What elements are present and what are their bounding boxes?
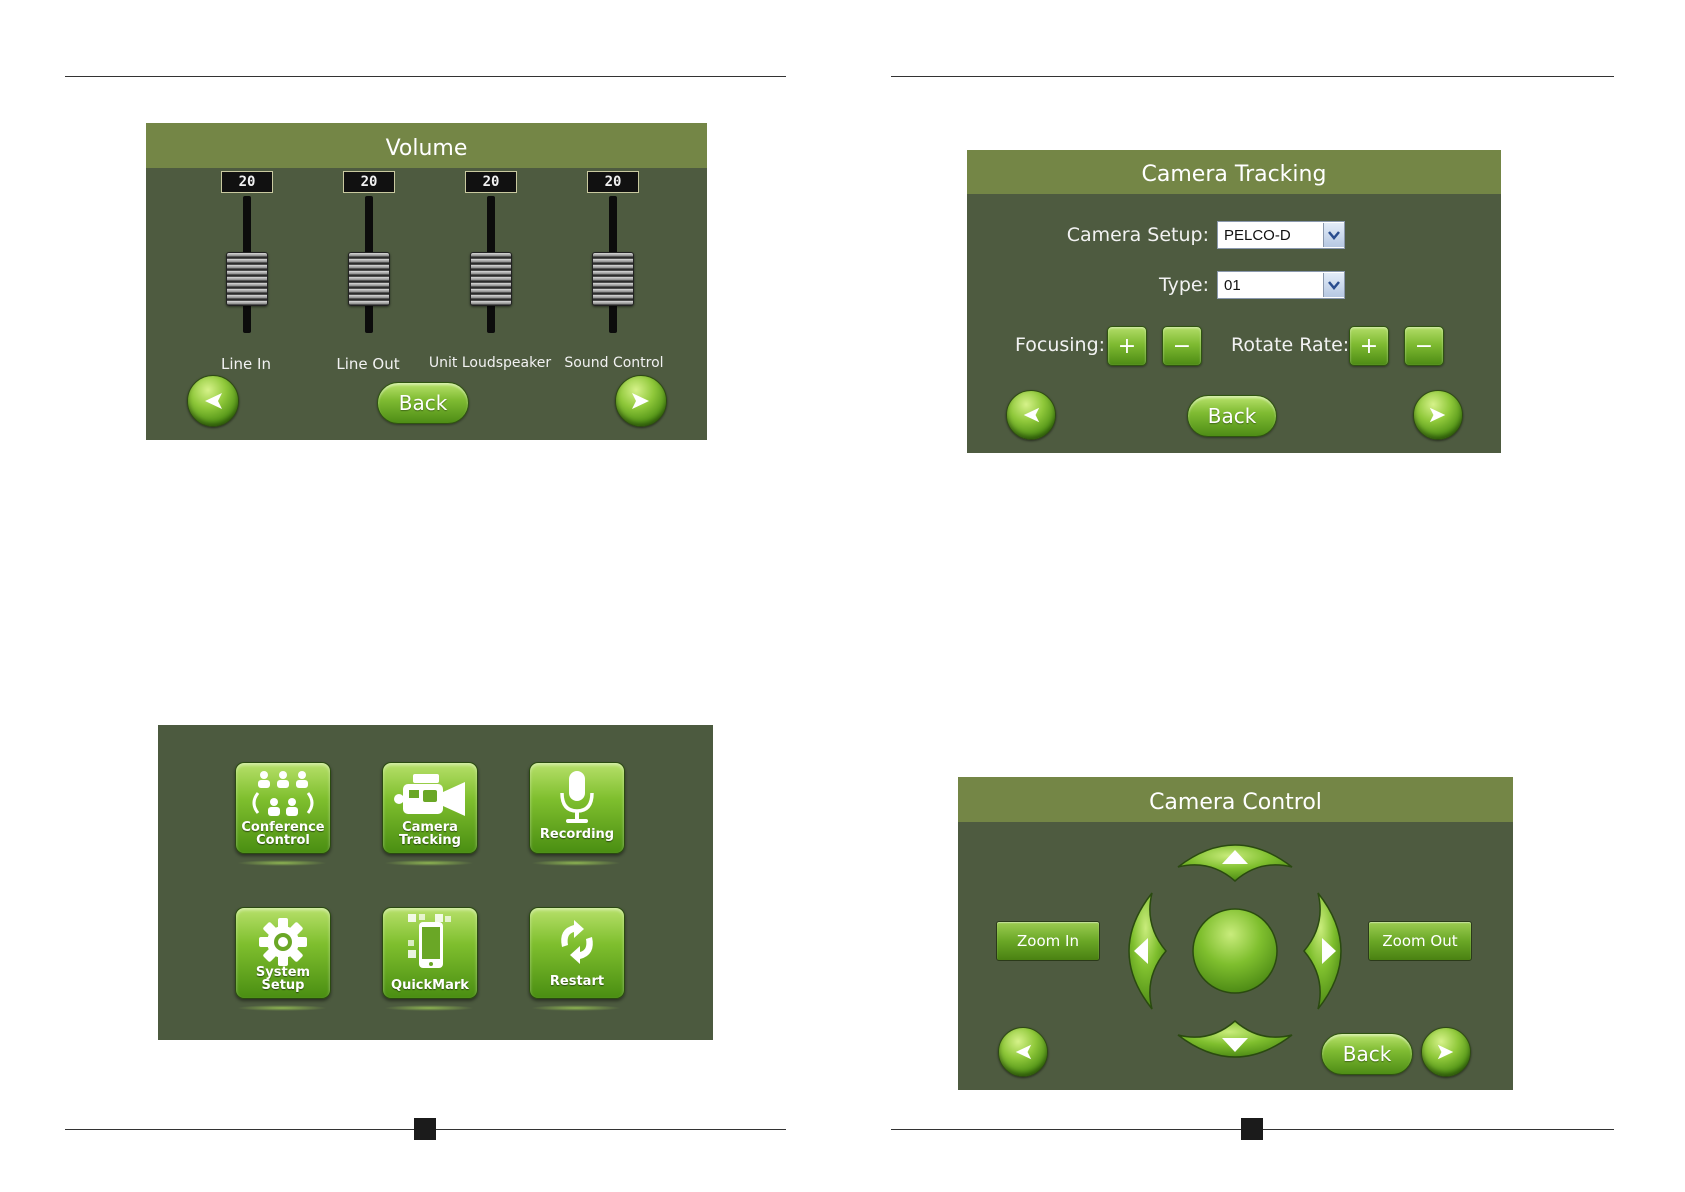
unit-loudspeaker-label: Unit Loudspeaker [420, 355, 560, 371]
quickmark-label: QuickMark [383, 979, 477, 992]
type-select[interactable]: 01 [1217, 271, 1345, 299]
main-menu-screen: Conference Control Camera Tracking Re [158, 725, 713, 1040]
center-home-button[interactable] [1193, 909, 1277, 993]
sound-control-label: Sound Control [546, 355, 682, 371]
page-marker-right [1241, 1118, 1263, 1140]
gear-icon [236, 914, 330, 970]
camera-setup-label: Camera Setup: [1067, 224, 1209, 246]
type-value: 01 [1218, 277, 1323, 294]
video-camera-icon [383, 769, 477, 825]
conference-icon [236, 769, 330, 825]
left-arrow-icon [1013, 1042, 1033, 1062]
camera-tracking-title: Camera Tracking [1142, 162, 1327, 187]
tile-reflection [237, 860, 327, 866]
quickmark-tile[interactable]: QuickMark [382, 907, 478, 999]
left-arrow-icon [1021, 405, 1041, 425]
back-label: Back [399, 391, 448, 415]
sound-control-slider-knob[interactable] [592, 252, 634, 306]
camera-control-title: Camera Control [1149, 790, 1322, 815]
volume-title-bar: Volume [146, 123, 707, 168]
volume-prev-button[interactable] [187, 375, 239, 427]
page-marker-left [414, 1118, 436, 1140]
rotate-rate-plus-button[interactable]: + [1349, 326, 1389, 366]
zoom-in-label: Zoom In [1017, 932, 1079, 950]
direction-pad [1120, 835, 1350, 1067]
conference-control-tile[interactable]: Conference Control [235, 762, 331, 854]
line-in-level: 20 [221, 171, 273, 193]
restart-tile[interactable]: Restart [529, 907, 625, 999]
recording-tile[interactable]: Recording [529, 762, 625, 854]
sound-control-level: 20 [587, 171, 639, 193]
restart-arrows-icon [530, 914, 624, 970]
system-setup-tile[interactable]: System Setup [235, 907, 331, 999]
camera-tracking-next-button[interactable] [1413, 390, 1463, 440]
top-rule-right [891, 76, 1614, 77]
conference-control-label: Conference Control [236, 821, 330, 847]
camera-setup-value: PELCO-D [1218, 227, 1323, 244]
zoom-in-button[interactable]: Zoom In [996, 921, 1100, 961]
right-arrow-icon [630, 390, 652, 412]
tile-reflection [384, 860, 474, 866]
focusing-plus-button[interactable]: + [1107, 326, 1147, 366]
right-arrow-icon [1428, 405, 1448, 425]
tile-reflection [384, 1005, 474, 1011]
type-label: Type: [1159, 274, 1209, 296]
minus-icon: − [1173, 334, 1191, 359]
left-arrow-icon [202, 390, 224, 412]
restart-label: Restart [530, 975, 624, 988]
back-label: Back [1208, 404, 1257, 428]
microphone-icon [530, 769, 624, 825]
camera-tracking-screen: Camera Tracking Camera Setup: PELCO-D Ty… [967, 150, 1501, 453]
volume-next-button[interactable] [615, 375, 667, 427]
focusing-label: Focusing: [1015, 334, 1105, 356]
camera-tracking-back-button[interactable]: Back [1187, 395, 1277, 437]
back-label: Back [1343, 1042, 1392, 1066]
right-arrow-icon [1436, 1042, 1456, 1062]
qr-phone-icon [383, 914, 477, 970]
tile-reflection [237, 1005, 327, 1011]
camera-control-screen: Camera Control Zoom In Zoom Out Back [958, 777, 1513, 1090]
camera-tracking-label: Camera Tracking [383, 821, 477, 847]
unit-loudspeaker-slider-knob[interactable] [470, 252, 512, 306]
camera-control-next-button[interactable] [1421, 1027, 1471, 1077]
plus-icon: + [1118, 334, 1136, 359]
camera-control-back-button[interactable]: Back [1321, 1033, 1413, 1075]
unit-loudspeaker-level: 20 [465, 171, 517, 193]
plus-icon: + [1360, 334, 1378, 359]
tile-reflection [531, 1005, 621, 1011]
line-out-level: 20 [343, 171, 395, 193]
focusing-minus-button[interactable]: − [1162, 326, 1202, 366]
chevron-down-icon [1323, 273, 1344, 297]
camera-tracking-title-bar: Camera Tracking [967, 150, 1501, 194]
volume-title: Volume [386, 136, 468, 161]
volume-screen: Volume 20 Line In 20 Line Out 20 Unit Lo… [146, 123, 707, 440]
minus-icon: − [1415, 334, 1433, 359]
camera-control-title-bar: Camera Control [958, 777, 1513, 822]
line-out-slider-knob[interactable] [348, 252, 390, 306]
zoom-out-label: Zoom Out [1382, 932, 1457, 950]
tile-reflection [531, 860, 621, 866]
line-in-label: Line In [186, 355, 306, 373]
line-in-slider-knob[interactable] [226, 252, 268, 306]
camera-control-prev-button[interactable] [998, 1027, 1048, 1077]
chevron-down-icon [1323, 223, 1344, 247]
zoom-out-button[interactable]: Zoom Out [1368, 921, 1472, 961]
top-rule-left [65, 76, 786, 77]
recording-label: Recording [530, 828, 624, 841]
rotate-rate-label: Rotate Rate: [1231, 334, 1349, 356]
volume-back-button[interactable]: Back [377, 382, 469, 424]
camera-tracking-prev-button[interactable] [1006, 390, 1056, 440]
rotate-rate-minus-button[interactable]: − [1404, 326, 1444, 366]
system-setup-label: System Setup [236, 966, 330, 992]
line-out-label: Line Out [308, 355, 428, 373]
camera-tracking-tile[interactable]: Camera Tracking [382, 762, 478, 854]
camera-setup-select[interactable]: PELCO-D [1217, 221, 1345, 249]
